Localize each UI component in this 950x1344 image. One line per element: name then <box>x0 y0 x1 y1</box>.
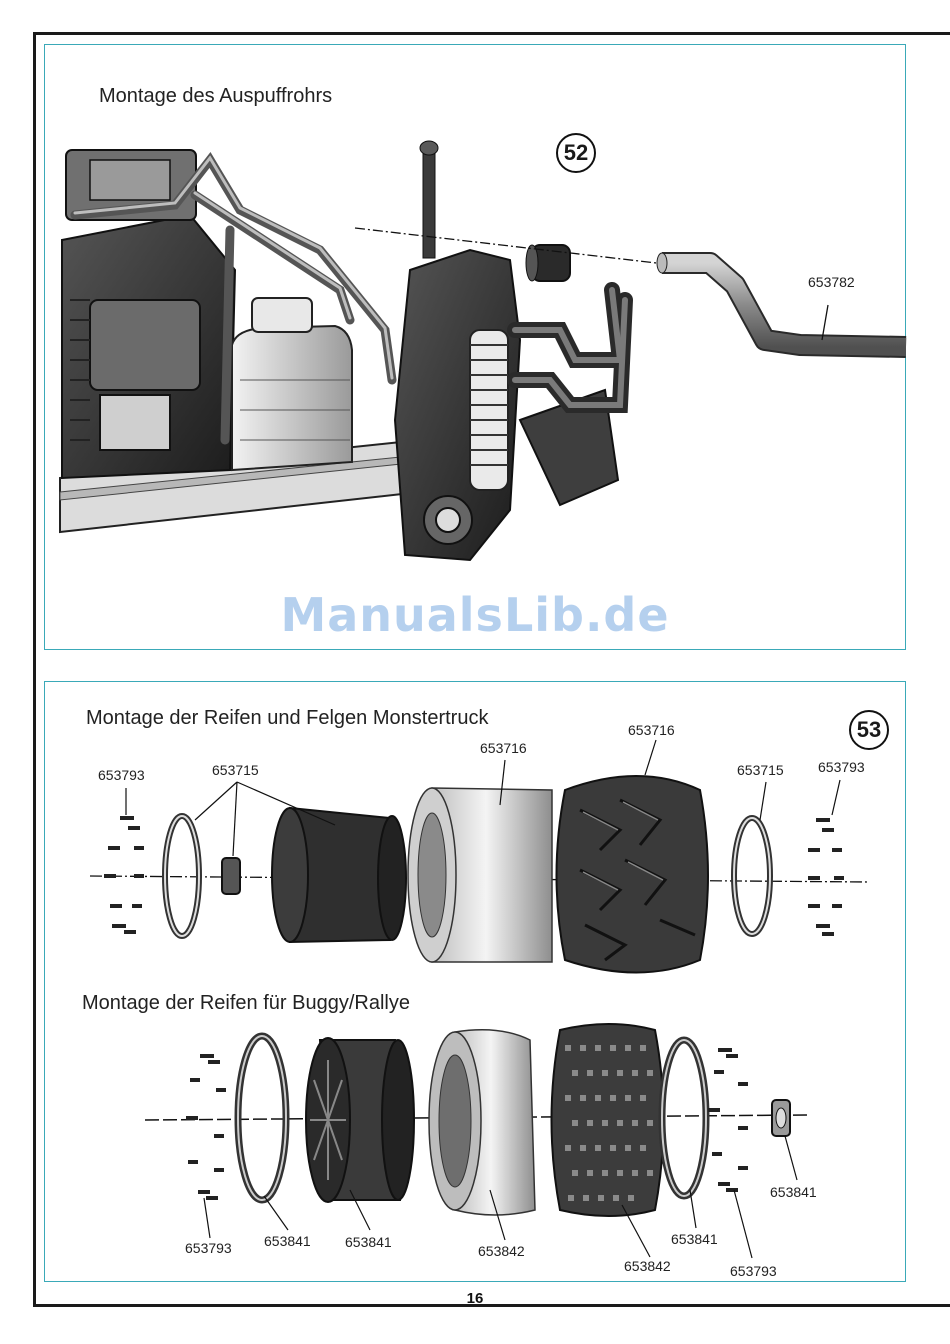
part-label-ring-left-buggy: 653841 <box>264 1233 311 1249</box>
screws-left-buggy <box>186 1054 226 1200</box>
tire-buggy <box>552 1024 664 1216</box>
part-label-screws-right-monster: 653793 <box>818 759 865 775</box>
part-label-beadlock-right: 653715 <box>737 762 784 778</box>
part-label-rim-buggy: 653841 <box>345 1234 392 1250</box>
part-label-screws-left-buggy: 653793 <box>185 1240 232 1256</box>
part-label-screws-left-monster: 653793 <box>98 767 145 783</box>
part-label-insert-monster: 653716 <box>480 740 527 756</box>
part-label-tire-buggy: 653842 <box>624 1258 671 1274</box>
hub-nut-buggy <box>772 1100 790 1136</box>
screws-right-monster <box>808 818 844 936</box>
part-label-beadlock-left: 653715 <box>212 762 259 778</box>
part-label-hub-buggy: 653841 <box>770 1184 817 1200</box>
hub-spacer <box>222 858 240 894</box>
part-label-screws-right-buggy: 653793 <box>730 1263 777 1279</box>
rim-monster <box>272 808 406 942</box>
tire-monster <box>557 776 709 973</box>
part-label-ring-right-buggy: 653841 <box>671 1231 718 1247</box>
page-number: 16 <box>0 1290 950 1307</box>
foam-insert-buggy <box>429 1030 535 1215</box>
foam-insert-monster <box>408 788 552 962</box>
part-label-tire-monster: 653716 <box>628 722 675 738</box>
screws-left-monster <box>104 816 144 934</box>
part-label-insert-buggy: 653842 <box>478 1243 525 1259</box>
screws-right-buggy <box>708 1048 748 1192</box>
rim-buggy <box>306 1038 414 1202</box>
